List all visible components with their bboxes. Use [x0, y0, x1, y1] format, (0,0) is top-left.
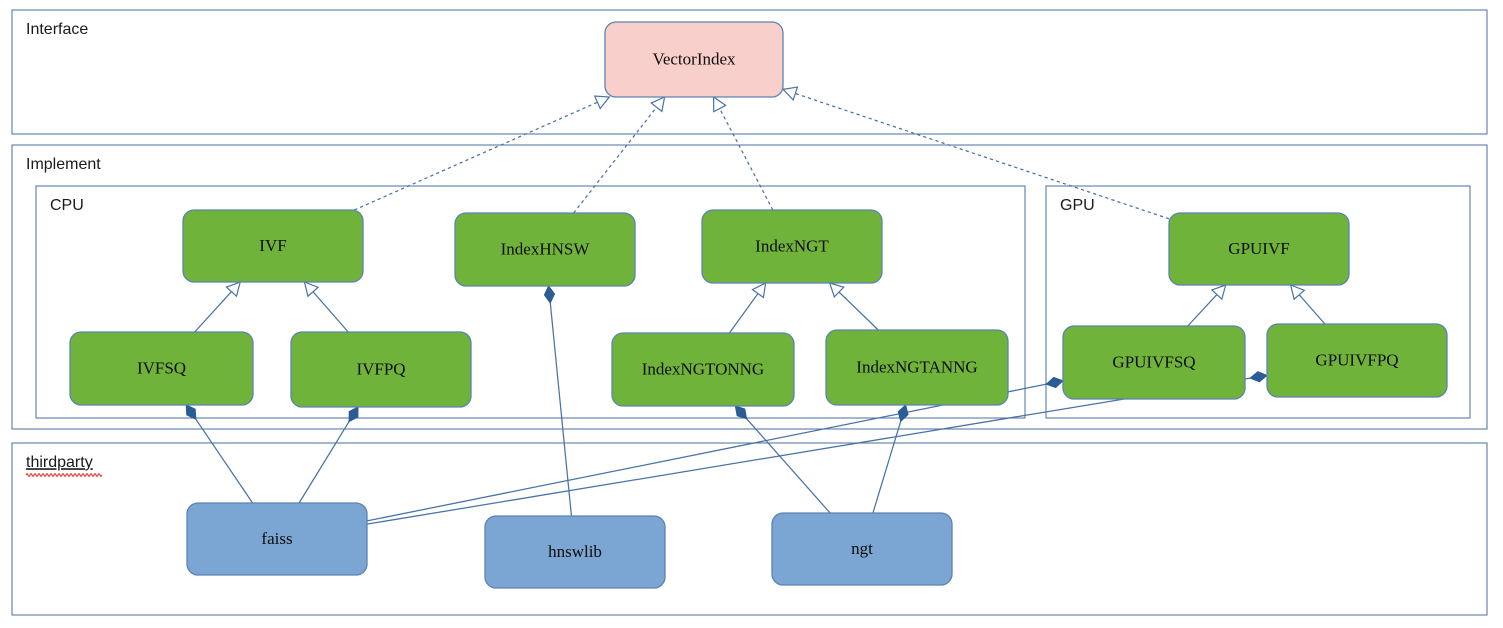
edge-e-faiss-ivfsq	[185, 404, 254, 504]
node-vectorindex[interactable]: VectorIndex	[604, 21, 784, 98]
edge-e-gpuivf-vi	[781, 86, 1170, 220]
node-label-vectorindex: VectorIndex	[652, 49, 736, 68]
composition-diamond-icon	[1249, 371, 1268, 383]
group-label-interface: Interface	[26, 21, 88, 38]
node-box-indexhnsw[interactable]	[454, 212, 636, 287]
edge-line-inheritance	[194, 290, 233, 333]
edge-line-composition	[745, 417, 831, 514]
edge-e-faiss-ivfpq	[298, 406, 359, 504]
edge-line-composition	[549, 301, 573, 517]
node-box-indexngtanng[interactable]	[825, 329, 1009, 406]
composition-diamond-icon	[1045, 376, 1064, 389]
inheritance-arrowhead-icon	[713, 95, 727, 113]
inheritance-arrowhead-icon	[225, 281, 242, 298]
edge-e-ivfpq-ivf	[303, 281, 349, 333]
group-label-gpu: GPU	[1060, 197, 1095, 214]
node-box-hnswlib[interactable]	[484, 515, 666, 589]
node-box-gpuivf[interactable]	[1168, 212, 1350, 286]
group-label-implement: Implement	[26, 156, 101, 173]
node-box-faiss[interactable]	[186, 502, 368, 576]
edge-e-ngt-vi	[713, 95, 774, 211]
group-label-cpu: CPU	[50, 197, 84, 214]
node-box-gpuivfsq[interactable]	[1062, 325, 1246, 400]
node-box-vectorindex[interactable]	[604, 21, 784, 98]
node-indexngtonng[interactable]: IndexNGTONNG	[611, 332, 795, 407]
node-box-ivfsq[interactable]	[69, 331, 254, 406]
composition-diamond-icon	[348, 406, 359, 423]
node-box-ivf[interactable]	[182, 209, 364, 283]
edge-line-composition	[194, 417, 254, 504]
inheritance-arrowhead-icon	[650, 95, 666, 113]
edge-line-inheritance	[311, 290, 349, 333]
inheritance-arrowhead-icon	[1210, 284, 1227, 301]
node-box-indexngt[interactable]	[701, 209, 883, 284]
node-ngt[interactable]: ngt	[771, 512, 953, 586]
edge-line-inheritance	[837, 290, 879, 331]
node-indexhnsw[interactable]: IndexHNSW	[454, 212, 636, 287]
edge-e-ngt-anng	[872, 404, 909, 514]
edge-line-inheritance	[1187, 293, 1219, 327]
edge-e-faiss-gsq	[366, 376, 1064, 522]
edge-line-realization	[794, 92, 1170, 220]
inheritance-arrowhead-icon	[1289, 284, 1306, 301]
inheritance-arrowhead-icon	[593, 95, 611, 110]
node-hnswlib[interactable]: hnswlib	[484, 515, 666, 589]
inheritance-arrowhead-icon	[828, 282, 845, 299]
edge-e-ivf-vi	[354, 95, 611, 211]
composition-diamond-icon	[734, 405, 748, 420]
node-indexngtanng[interactable]: IndexNGTANNG	[825, 329, 1009, 406]
node-faiss[interactable]: faiss	[186, 502, 368, 576]
node-box-gpuivfpq[interactable]	[1266, 323, 1448, 398]
inheritance-arrowhead-icon	[751, 281, 767, 299]
edge-line-composition	[298, 420, 351, 504]
edge-e-ivfsq-ivf	[194, 281, 242, 333]
edge-e-faiss-gpq	[366, 371, 1268, 525]
node-indexngt[interactable]: IndexNGT	[701, 209, 883, 284]
inheritance-arrowhead-icon	[303, 281, 320, 298]
edge-e-onng-ngtidx	[728, 281, 767, 334]
edge-e-hnsw-vi	[573, 95, 666, 214]
node-gpuivf[interactable]: GPUIVF	[1168, 212, 1350, 286]
edge-line-composition	[872, 419, 902, 514]
edge-line-realization	[718, 107, 774, 211]
node-ivf[interactable]: IVF	[182, 209, 364, 283]
node-gpuivfpq[interactable]: GPUIVFPQ	[1266, 323, 1448, 398]
edge-line-composition	[366, 383, 1048, 522]
composition-diamond-icon	[897, 404, 909, 423]
node-box-ivfpq[interactable]	[290, 331, 472, 408]
composition-diamond-icon	[543, 285, 556, 304]
edge-line-inheritance	[728, 292, 760, 334]
edge-e-gpq-gpuivf	[1289, 284, 1326, 325]
node-label-indexngt: IndexNGT	[755, 236, 829, 255]
node-ivfsq[interactable]: IVFSQ	[69, 331, 254, 406]
edge-connectors	[185, 86, 1326, 525]
node-label-gpuivf: GPUIVF	[1228, 239, 1289, 258]
node-label-indexhnsw: IndexHNSW	[501, 239, 591, 258]
node-box-indexngtonng[interactable]	[611, 332, 795, 407]
node-gpuivfsq[interactable]: GPUIVFSQ	[1062, 325, 1246, 400]
edge-line-inheritance	[1298, 293, 1326, 325]
node-label-ivfpq: IVFPQ	[356, 359, 405, 378]
node-label-faiss: faiss	[261, 529, 292, 548]
composition-diamond-icon	[185, 404, 197, 420]
node-label-ivf: IVF	[259, 236, 286, 255]
edge-e-gsq-gpuivf	[1187, 284, 1227, 327]
node-label-gpuivfsq: GPUIVFSQ	[1112, 352, 1195, 371]
node-ivfpq[interactable]: IVFPQ	[290, 331, 472, 408]
group-label-thirdparty: thirdparty	[26, 454, 93, 471]
edge-line-composition	[366, 377, 1252, 525]
edge-e-hnswlib-hnsw	[543, 285, 573, 517]
node-label-hnswlib: hnswlib	[548, 542, 602, 561]
node-label-ngt: ngt	[851, 539, 873, 558]
node-label-ivfsq: IVFSQ	[137, 358, 186, 377]
edge-e-anng-ngtidx	[828, 282, 879, 331]
spellcheck-squiggle-thirdparty	[25, 473, 103, 477]
edge-e-ngt-onng	[734, 405, 831, 514]
inheritance-arrowhead-icon	[781, 86, 799, 102]
node-label-indexngtonng: IndexNGTONNG	[642, 359, 764, 378]
node-box-ngt[interactable]	[771, 512, 953, 586]
node-label-indexngtanng: IndexNGTANNG	[856, 357, 977, 376]
node-label-gpuivfpq: GPUIVFPQ	[1315, 350, 1398, 369]
